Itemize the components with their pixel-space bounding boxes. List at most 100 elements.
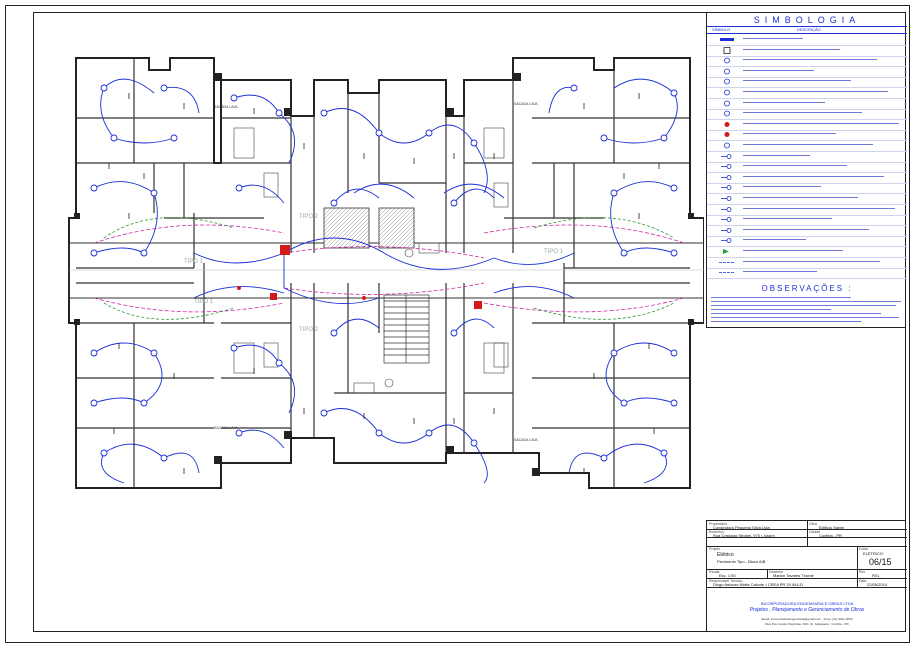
legend-row: [707, 267, 907, 280]
legend-col-symbol: SÍMBOLO: [712, 27, 731, 32]
engineer-label: Responsável Técnico: [709, 579, 743, 583]
lighting-points: [90, 84, 678, 462]
client-label: Proprietário: [709, 522, 728, 526]
legend-symbol-icon: [717, 36, 737, 43]
observations-title: OBSERVAÇÕES :: [761, 284, 853, 293]
legend-col-description: DESCRIÇÃO: [797, 27, 821, 32]
address-label: Endereço: [709, 530, 724, 534]
legend-symbol-icon: [717, 78, 737, 85]
legend-symbol-icon: [717, 227, 737, 234]
sheet-border: [5, 5, 910, 643]
legend-row: [707, 257, 907, 269]
balcony-label: SACADA LAVA: [514, 438, 538, 442]
legend-symbol-icon: [717, 206, 737, 213]
balcony-label: SACADA LAVA: [214, 426, 238, 430]
legend-description: [743, 260, 903, 263]
legend-row: [707, 66, 907, 78]
legend-symbol-icon: [717, 100, 737, 107]
legend-description: [743, 37, 903, 40]
title-block: Proprietário Construtora Pequeno Silva L…: [706, 520, 907, 632]
legend-symbol-icon: [717, 259, 737, 266]
legend-row: [707, 225, 907, 237]
legend-description: [743, 196, 903, 199]
company-name: INCORPORADORA ENGENHARIA E OBRAS LTDA: [760, 601, 854, 606]
legend-description: [743, 164, 903, 167]
legend-row: [707, 161, 907, 174]
room-label: TIPO 1: [544, 249, 564, 255]
legend-description: [743, 175, 903, 178]
client-name: Construtora Pequeno Silva Ltda: [713, 525, 770, 530]
legend-row: [707, 235, 907, 248]
date-label: Data: [859, 579, 867, 583]
stair: [383, 294, 430, 364]
room-label: TIPO 2: [299, 327, 319, 333]
legend-symbol-icon: [717, 248, 737, 255]
legend-panel: SIMBOLOGIA SÍMBOLO DESCRIÇÃO OBSERVAÇÕES…: [706, 13, 907, 328]
legend-description: [743, 69, 903, 72]
fixtures: [233, 127, 509, 394]
outlet-symbols: [108, 93, 660, 474]
sheet-number: 06/15: [869, 557, 892, 567]
work-label: Obra: [809, 522, 817, 526]
central-corridor: [68, 242, 704, 299]
dimension-lines: [93, 224, 685, 313]
legend-description: [743, 111, 903, 114]
legend-description: [743, 132, 903, 135]
legend-row: [707, 151, 907, 163]
engineer: Diogo Amauro Motta Calvote • CREA PR 20.…: [713, 582, 803, 587]
legend-description: [743, 238, 903, 241]
room-label: TIPO 1: [194, 299, 214, 305]
legend-row: [707, 246, 907, 258]
legend-symbol-icon: [717, 68, 737, 75]
ground-lines: [103, 217, 675, 320]
legend-symbol-icon: [717, 142, 737, 149]
electrical-panel: [237, 245, 482, 309]
legend-symbol-icon: [717, 195, 737, 202]
legend-description: [743, 249, 903, 252]
balcony-labels: SACADA LAVA SACADA LAVA SACADA LAVA SACA…: [214, 102, 538, 442]
legend-row: [707, 129, 907, 142]
legend-symbol-icon: [717, 46, 737, 54]
project-label: Projeto: [709, 547, 721, 551]
legend-symbol-icon: [717, 131, 737, 138]
company-address: Rua Dos Cardos Papiridas, 300 • Sl. Jaba…: [765, 622, 849, 626]
legend-row: [707, 34, 907, 46]
legend-description: [743, 79, 903, 82]
drawn-label: Desenho: [769, 570, 784, 574]
room-labels: TIPO 1 TIPO 1 TIPO 1 TIPO 2 TIPO 2: [184, 214, 564, 333]
legend-description: [743, 90, 903, 93]
legend-description: [743, 228, 903, 231]
legend-symbol-icon: [717, 184, 737, 191]
legend-description: [743, 185, 903, 188]
legend-row: [707, 119, 907, 131]
legend-row: [707, 55, 907, 68]
city: Curitiba - PR: [819, 533, 842, 538]
wall-outline: [68, 57, 704, 489]
company-slogan: Projetos , Planejamento e Gerenciamento …: [749, 607, 865, 613]
work-name: Edifício Xaxim: [819, 525, 845, 530]
floor-plan: TIPO 1 TIPO 1 TIPO 1 TIPO 2 TIPO 2 SACAD…: [68, 57, 704, 489]
interior-walls: [76, 58, 690, 488]
legend-symbol-icon: [717, 269, 737, 276]
room-label: TIPO 1: [184, 259, 204, 265]
legend-description: [743, 101, 903, 104]
legend-symbol-icon: [717, 110, 737, 117]
legend-symbol-icon: [717, 153, 737, 160]
legend-symbol-icon: [717, 216, 737, 223]
legend-row: [707, 108, 907, 121]
company-contact: Email: incorporadoraengenharia@gmail.com…: [761, 617, 853, 621]
legend-symbol-icon: [717, 163, 737, 170]
drawing-frame: [33, 12, 906, 632]
revision: R01: [872, 573, 880, 578]
legend-title: SIMBOLOGIA: [753, 15, 861, 25]
legend-description: [743, 143, 903, 146]
legend-description: [743, 122, 903, 125]
sheet-code-label: Folha: [859, 547, 868, 551]
city-label: Cidade: [809, 530, 821, 534]
legend-row: [707, 87, 907, 99]
legend-row: [707, 193, 907, 205]
address: Rua Cristiano Strobel, 970 • Xaxim: [713, 533, 775, 538]
legend-symbol-icon: [717, 121, 737, 128]
scale-label: Escala: [709, 570, 720, 574]
